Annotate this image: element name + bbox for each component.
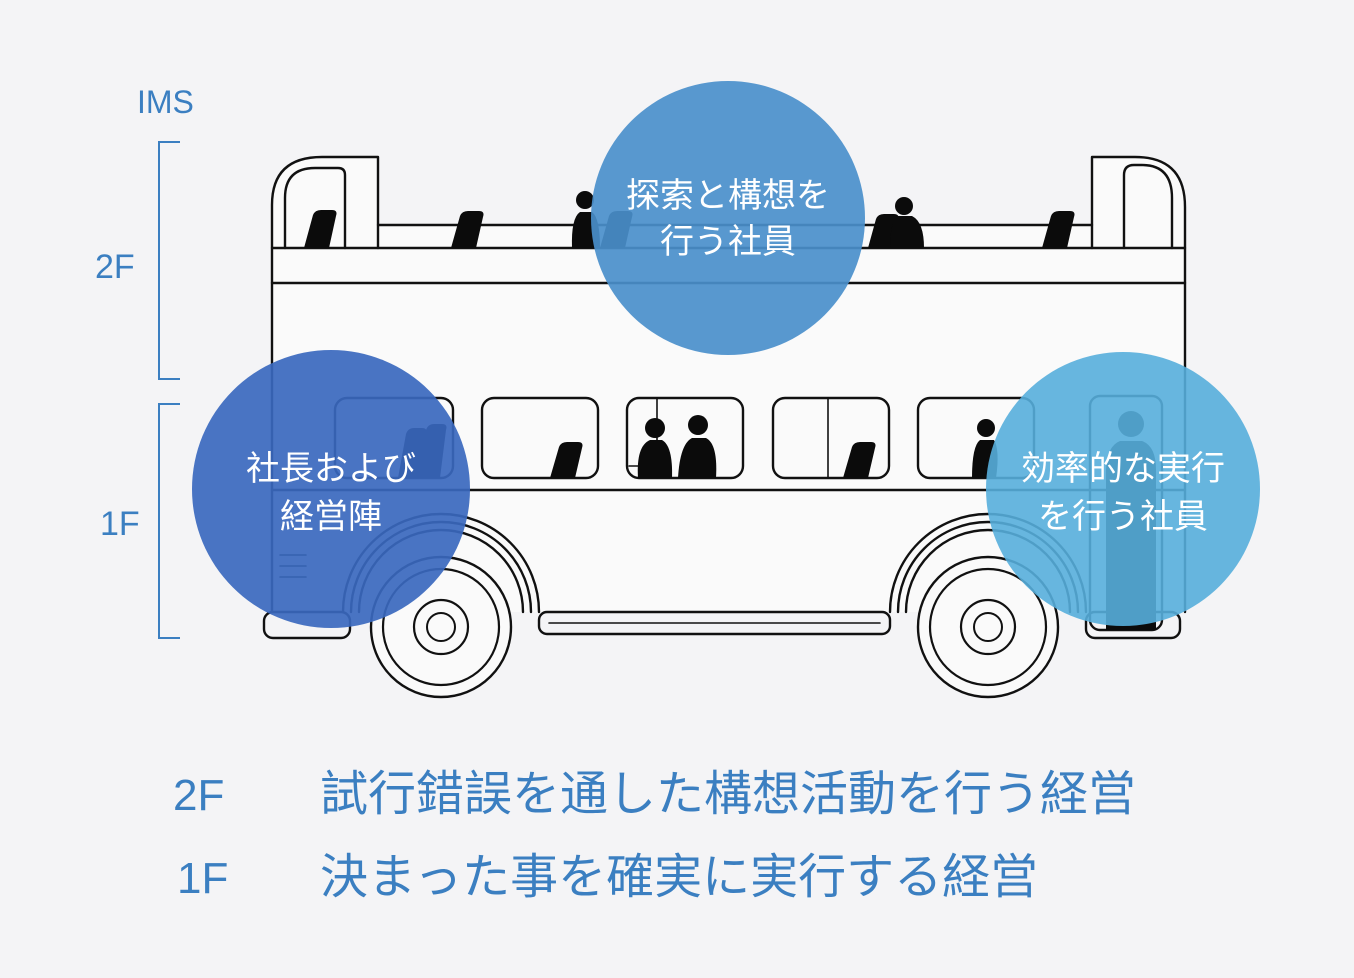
management-circle-shape <box>192 350 470 628</box>
person-silhouette-icon <box>688 415 708 435</box>
floor-brackets: IMS 2F 1F <box>95 84 194 639</box>
seat-icon <box>1042 211 1075 248</box>
legend-row-2f: 2F 試行錯誤を通した構想活動を行う経営 <box>173 766 1136 822</box>
lower-staff-label-line1: 効率的な実行 <box>1021 449 1225 489</box>
lower-staff-circle-shape <box>986 352 1260 626</box>
seat-icon <box>843 442 876 478</box>
person-silhouette-icon <box>645 418 665 438</box>
front-upper-window <box>283 166 347 250</box>
lower-window-2 <box>480 396 600 480</box>
person-silhouette-icon <box>890 216 924 248</box>
upper-staff-circle: 探索と構想を 行う社員 <box>591 81 865 355</box>
seat-icon <box>451 211 484 248</box>
role-circles: 探索と構想を 行う社員 社長および 経営陣 効率的な実行 を行う社員 <box>192 81 1260 628</box>
bus-body-fill <box>272 157 1185 612</box>
upper-staff-circle-shape <box>591 81 865 355</box>
management-label-line2: 経営陣 <box>280 497 382 537</box>
person-silhouette-icon <box>637 440 673 478</box>
legend-description: 決まった事を確実に実行する経営 <box>320 849 1038 905</box>
lower-staff-label-line2: を行う社員 <box>1038 497 1208 537</box>
seat-icon <box>550 442 583 478</box>
bus-rear-cab-outline <box>1090 155 1187 614</box>
upper-staff-label-line2: 行う社員 <box>660 222 796 262</box>
side-skirt <box>537 610 892 636</box>
rear-upper-window <box>1122 163 1174 250</box>
legend: 2F 試行錯誤を通した構想活動を行う経営 1F 決まった事を確実に実行する経営 <box>173 766 1136 905</box>
legend-description: 試行錯誤を通した構想活動を行う経営 <box>320 766 1136 822</box>
person-silhouette-icon <box>678 438 717 478</box>
legend-floor-label: 1F <box>177 854 228 903</box>
bus-front-cab-outline <box>270 155 380 614</box>
bracket-1f <box>158 403 180 639</box>
management-label-line1: 社長および <box>246 449 416 489</box>
bracket-2f <box>158 141 180 380</box>
person-silhouette-icon <box>895 197 913 215</box>
management-circle: 社長および 経営陣 <box>192 350 470 628</box>
seat-icon <box>304 210 337 248</box>
bracket-label-1f: 1F <box>100 505 140 543</box>
framework-label: IMS <box>137 84 194 120</box>
person-silhouette-icon <box>576 191 594 209</box>
person-silhouette-icon <box>977 419 995 437</box>
upper-staff-label-line1: 探索と構想を <box>626 176 830 216</box>
lower-staff-circle: 効率的な実行 を行う社員 <box>986 352 1260 626</box>
legend-floor-label: 2F <box>173 771 224 820</box>
rear-wheel-icon <box>916 555 1060 699</box>
legend-row-1f: 1F 決まった事を確実に実行する経営 <box>177 849 1038 905</box>
lower-window-4 <box>771 396 891 480</box>
bracket-label-2f: 2F <box>95 248 135 286</box>
